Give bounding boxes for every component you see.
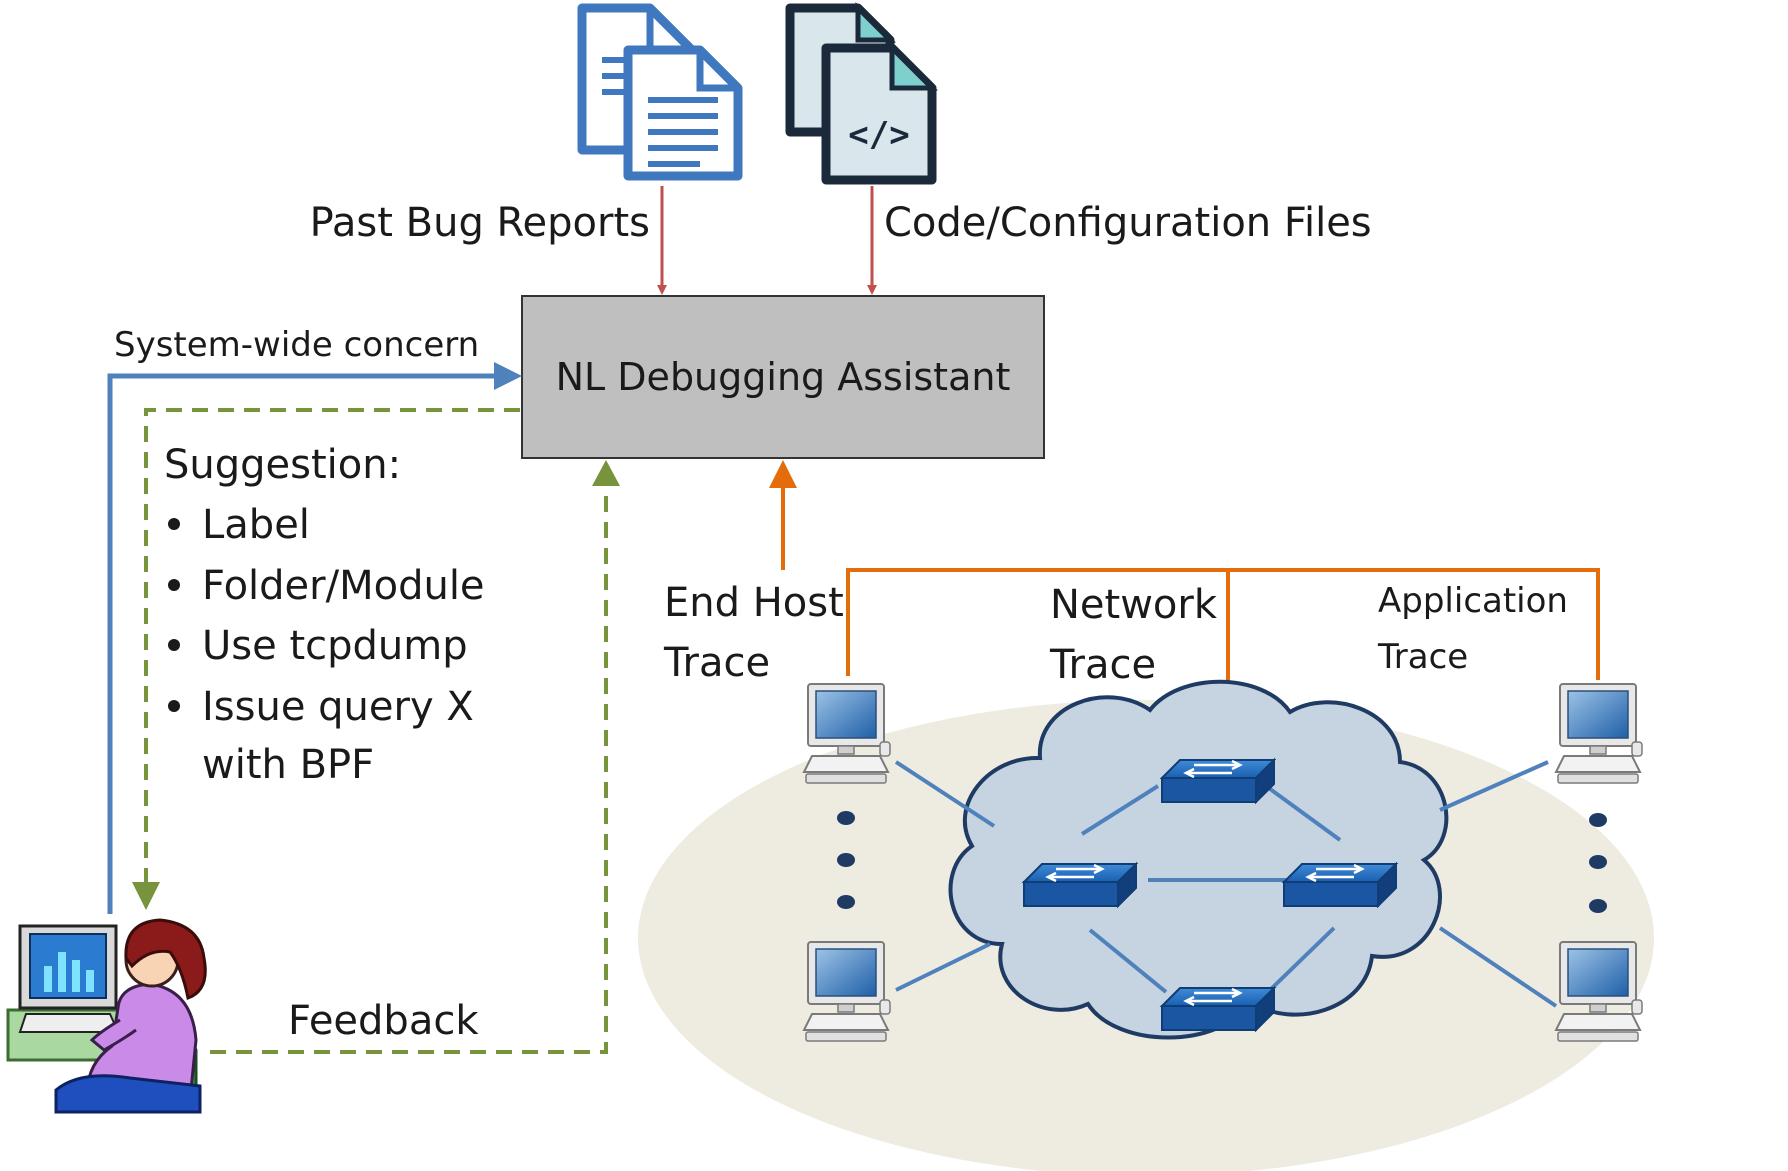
host-ellipsis-left	[837, 811, 855, 909]
computer-icon	[1555, 941, 1643, 1042]
network-switch-icon	[1282, 862, 1398, 908]
network-switch-icon	[1022, 862, 1138, 908]
network-switch-icon	[1160, 758, 1276, 804]
assistant-label: NL Debugging Assistant	[556, 355, 1011, 399]
suggestion-item: Folder/Module	[202, 563, 485, 609]
application-trace-label: Application	[1378, 581, 1568, 621]
system-concern-label: System-wide concern	[114, 325, 479, 365]
network-trace-label: Trace	[1049, 642, 1156, 688]
application-trace-label: Trace	[1377, 637, 1468, 677]
computer-icon	[1555, 683, 1643, 784]
suggestion-item: Issue query X	[202, 684, 474, 730]
feedback-label: Feedback	[288, 998, 479, 1044]
network-trace-label: Network	[1050, 582, 1218, 628]
computer-icon	[803, 683, 891, 784]
suggestion-item: Label	[202, 502, 310, 548]
config-files-label: Code/Configuration Files	[884, 200, 1372, 246]
network-switch-icon	[1160, 986, 1276, 1032]
code-file-stack-icon: </>	[785, 1, 939, 185]
suggestion-flow	[132, 408, 520, 910]
suggestion-title: Suggestion:	[164, 442, 401, 488]
document-stack-icon	[577, 3, 743, 181]
host-ellipsis-right	[1589, 813, 1607, 913]
trace-arrow-head	[769, 460, 797, 488]
developer-person-icon	[6, 918, 207, 1114]
system-concern-flow	[107, 362, 522, 914]
network-links	[894, 760, 1558, 1008]
bug-reports-label: Past Bug Reports	[310, 200, 650, 246]
computer-icon	[803, 941, 891, 1042]
assistant-box: NL Debugging Assistant	[521, 295, 1045, 459]
end-host-trace-label: Trace	[663, 640, 770, 686]
end-host-trace-label: End Host	[664, 580, 844, 626]
suggestion-item-continued: with BPF	[202, 742, 374, 788]
suggestion-item: Use tcpdump	[202, 623, 468, 669]
code-glyph: </>	[848, 115, 909, 155]
trace-collection-lines	[781, 486, 1600, 684]
feedback-flow	[210, 460, 620, 1054]
suggestion-list: Suggestion: Label Folder/Module Use tcpd…	[164, 442, 485, 788]
network-cloud-icon	[948, 679, 1449, 1040]
